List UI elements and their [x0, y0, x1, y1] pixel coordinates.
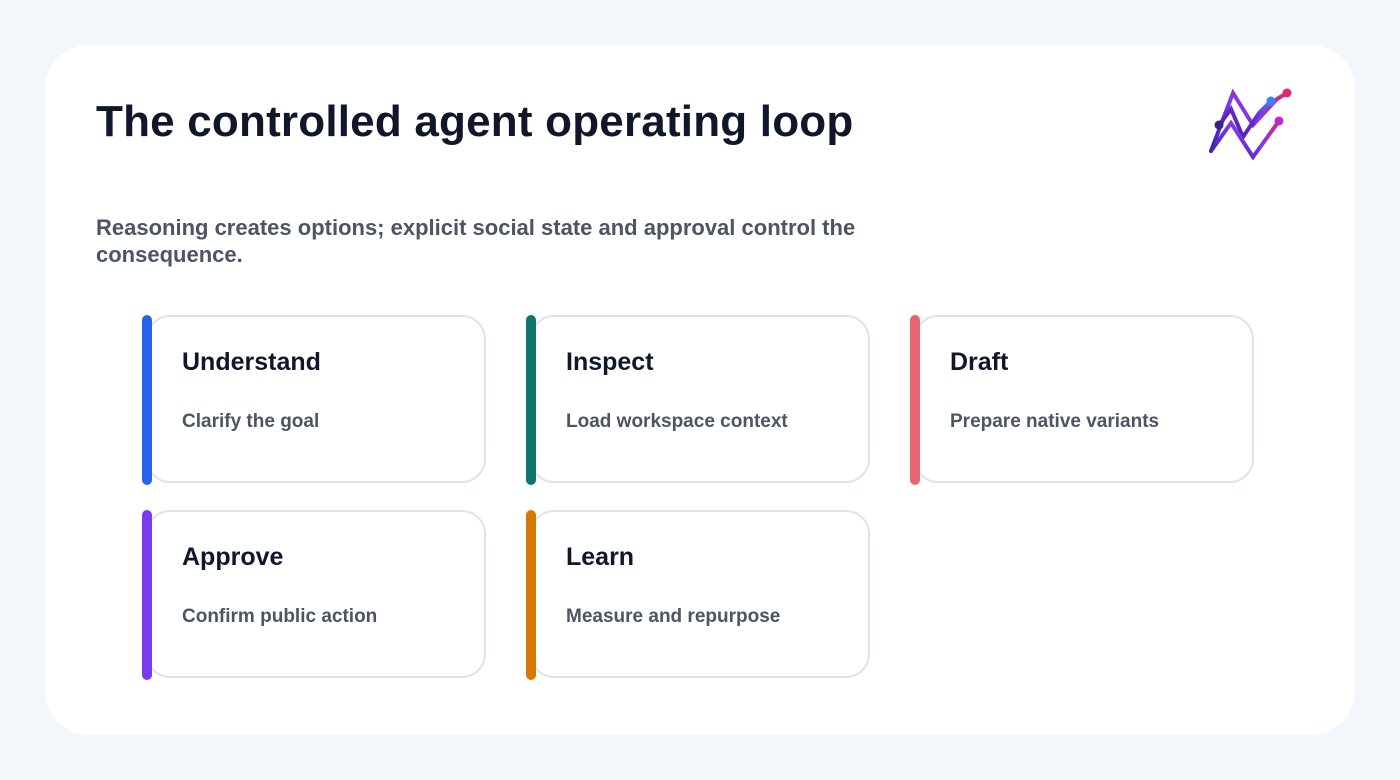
step-title: Draft — [950, 348, 1009, 376]
step-accent-bar — [526, 510, 536, 680]
step-card-inspect: Inspect Load workspace context — [526, 315, 870, 485]
step-accent-bar — [526, 315, 536, 485]
step-card-learn: Learn Measure and repurpose — [526, 510, 870, 680]
step-description: Load workspace context — [566, 411, 788, 432]
step-title: Approve — [182, 543, 284, 571]
page-subtitle: Reasoning creates options; explicit soci… — [96, 215, 856, 267]
step-card-understand: Understand Clarify the goal — [142, 315, 486, 485]
step-description: Clarify the goal — [182, 411, 320, 432]
step-description: Prepare native variants — [950, 411, 1160, 432]
page-title: The controlled agent operating loop — [96, 97, 854, 146]
step-description: Confirm public action — [182, 606, 378, 627]
step-title: Inspect — [566, 348, 654, 376]
step-title: Learn — [566, 543, 635, 571]
step-card-draft: Draft Prepare native variants — [910, 315, 1254, 485]
step-accent-bar — [910, 315, 920, 485]
zigzag-trend-logo-icon — [1209, 88, 1292, 161]
step-title: Understand — [182, 348, 321, 376]
step-accent-bar — [142, 510, 152, 680]
step-description: Measure and repurpose — [566, 606, 781, 627]
main-panel: The controlled agent operating loop Reas… — [45, 45, 1355, 735]
step-card-approve: Approve Confirm public action — [142, 510, 486, 680]
step-accent-bar — [142, 315, 152, 485]
